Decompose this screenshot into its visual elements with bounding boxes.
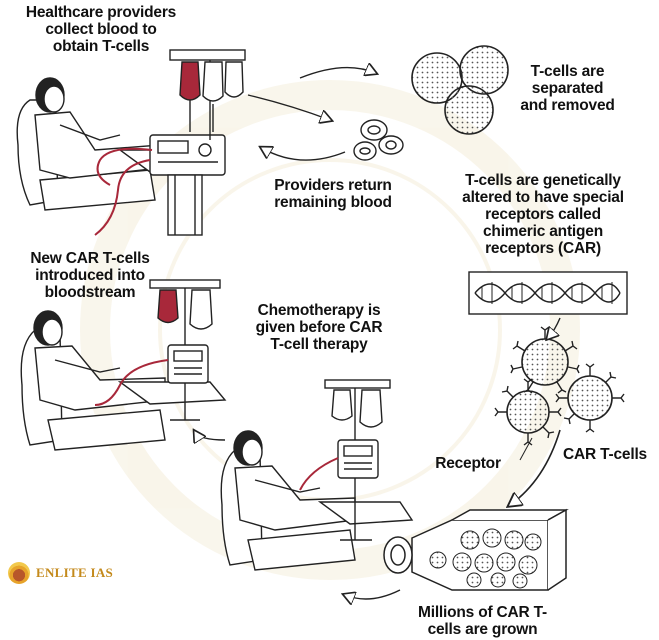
label-line: obtain T-cells: [6, 38, 196, 55]
label-line: Chemotherapy is: [244, 302, 394, 319]
red-blood-cells: [354, 120, 403, 160]
label-line: Providers return: [258, 177, 408, 194]
label-tcells-separated: T-cells are separated and removed: [510, 63, 625, 114]
label-line: CAR T-cells: [555, 446, 655, 463]
label-line: T-cells are: [510, 63, 625, 80]
enlite-ias-logo: ENLITE IAS: [8, 562, 113, 584]
label-line: separated: [510, 80, 625, 97]
label-receptor: Receptor: [428, 455, 508, 472]
label-line: T-cell therapy: [244, 336, 394, 353]
label-line: cells are grown: [400, 621, 565, 638]
label-line: bloodstream: [0, 284, 180, 301]
label-line: T-cells are genetically: [438, 172, 648, 189]
label-line: given before CAR: [244, 319, 394, 336]
arrow-growth-to-chemo: [345, 590, 400, 599]
logo-icon: [8, 562, 30, 584]
label-introduced-bloodstream: New CAR T-cells introduced into bloodstr…: [0, 250, 180, 301]
arrow-to-tcells: [300, 68, 375, 78]
label-line: Receptor: [428, 455, 508, 472]
chemotherapy-illustration: [221, 380, 412, 570]
label-chemotherapy: Chemotherapy is given before CAR T-cell …: [244, 302, 394, 353]
label-collect-blood: Healthcare providers collect blood to ob…: [6, 4, 196, 55]
label-line: chimeric antigen: [438, 223, 648, 240]
label-genetically-altered: T-cells are genetically altered to have …: [438, 172, 648, 257]
label-return-blood: Providers return remaining blood: [258, 177, 408, 211]
label-car-tcells: CAR T-cells: [555, 446, 655, 463]
label-line: receptors called: [438, 206, 648, 223]
infusion-illustration: [21, 280, 225, 450]
label-line: receptors (CAR): [438, 240, 648, 257]
label-line: collect blood to: [6, 21, 196, 38]
label-line: remaining blood: [258, 194, 408, 211]
label-line: Millions of CAR T-: [400, 604, 565, 621]
cell-culture-flask: [384, 510, 566, 590]
label-line: Healthcare providers: [6, 4, 196, 21]
label-line: altered to have special: [438, 189, 648, 206]
label-cells-grown: Millions of CAR T- cells are grown: [400, 604, 565, 638]
dna-helix: [469, 272, 627, 314]
label-line: and removed: [510, 97, 625, 114]
label-line: New CAR T-cells: [0, 250, 180, 267]
logo-text: ENLITE IAS: [36, 565, 113, 581]
label-line: introduced into: [0, 267, 180, 284]
